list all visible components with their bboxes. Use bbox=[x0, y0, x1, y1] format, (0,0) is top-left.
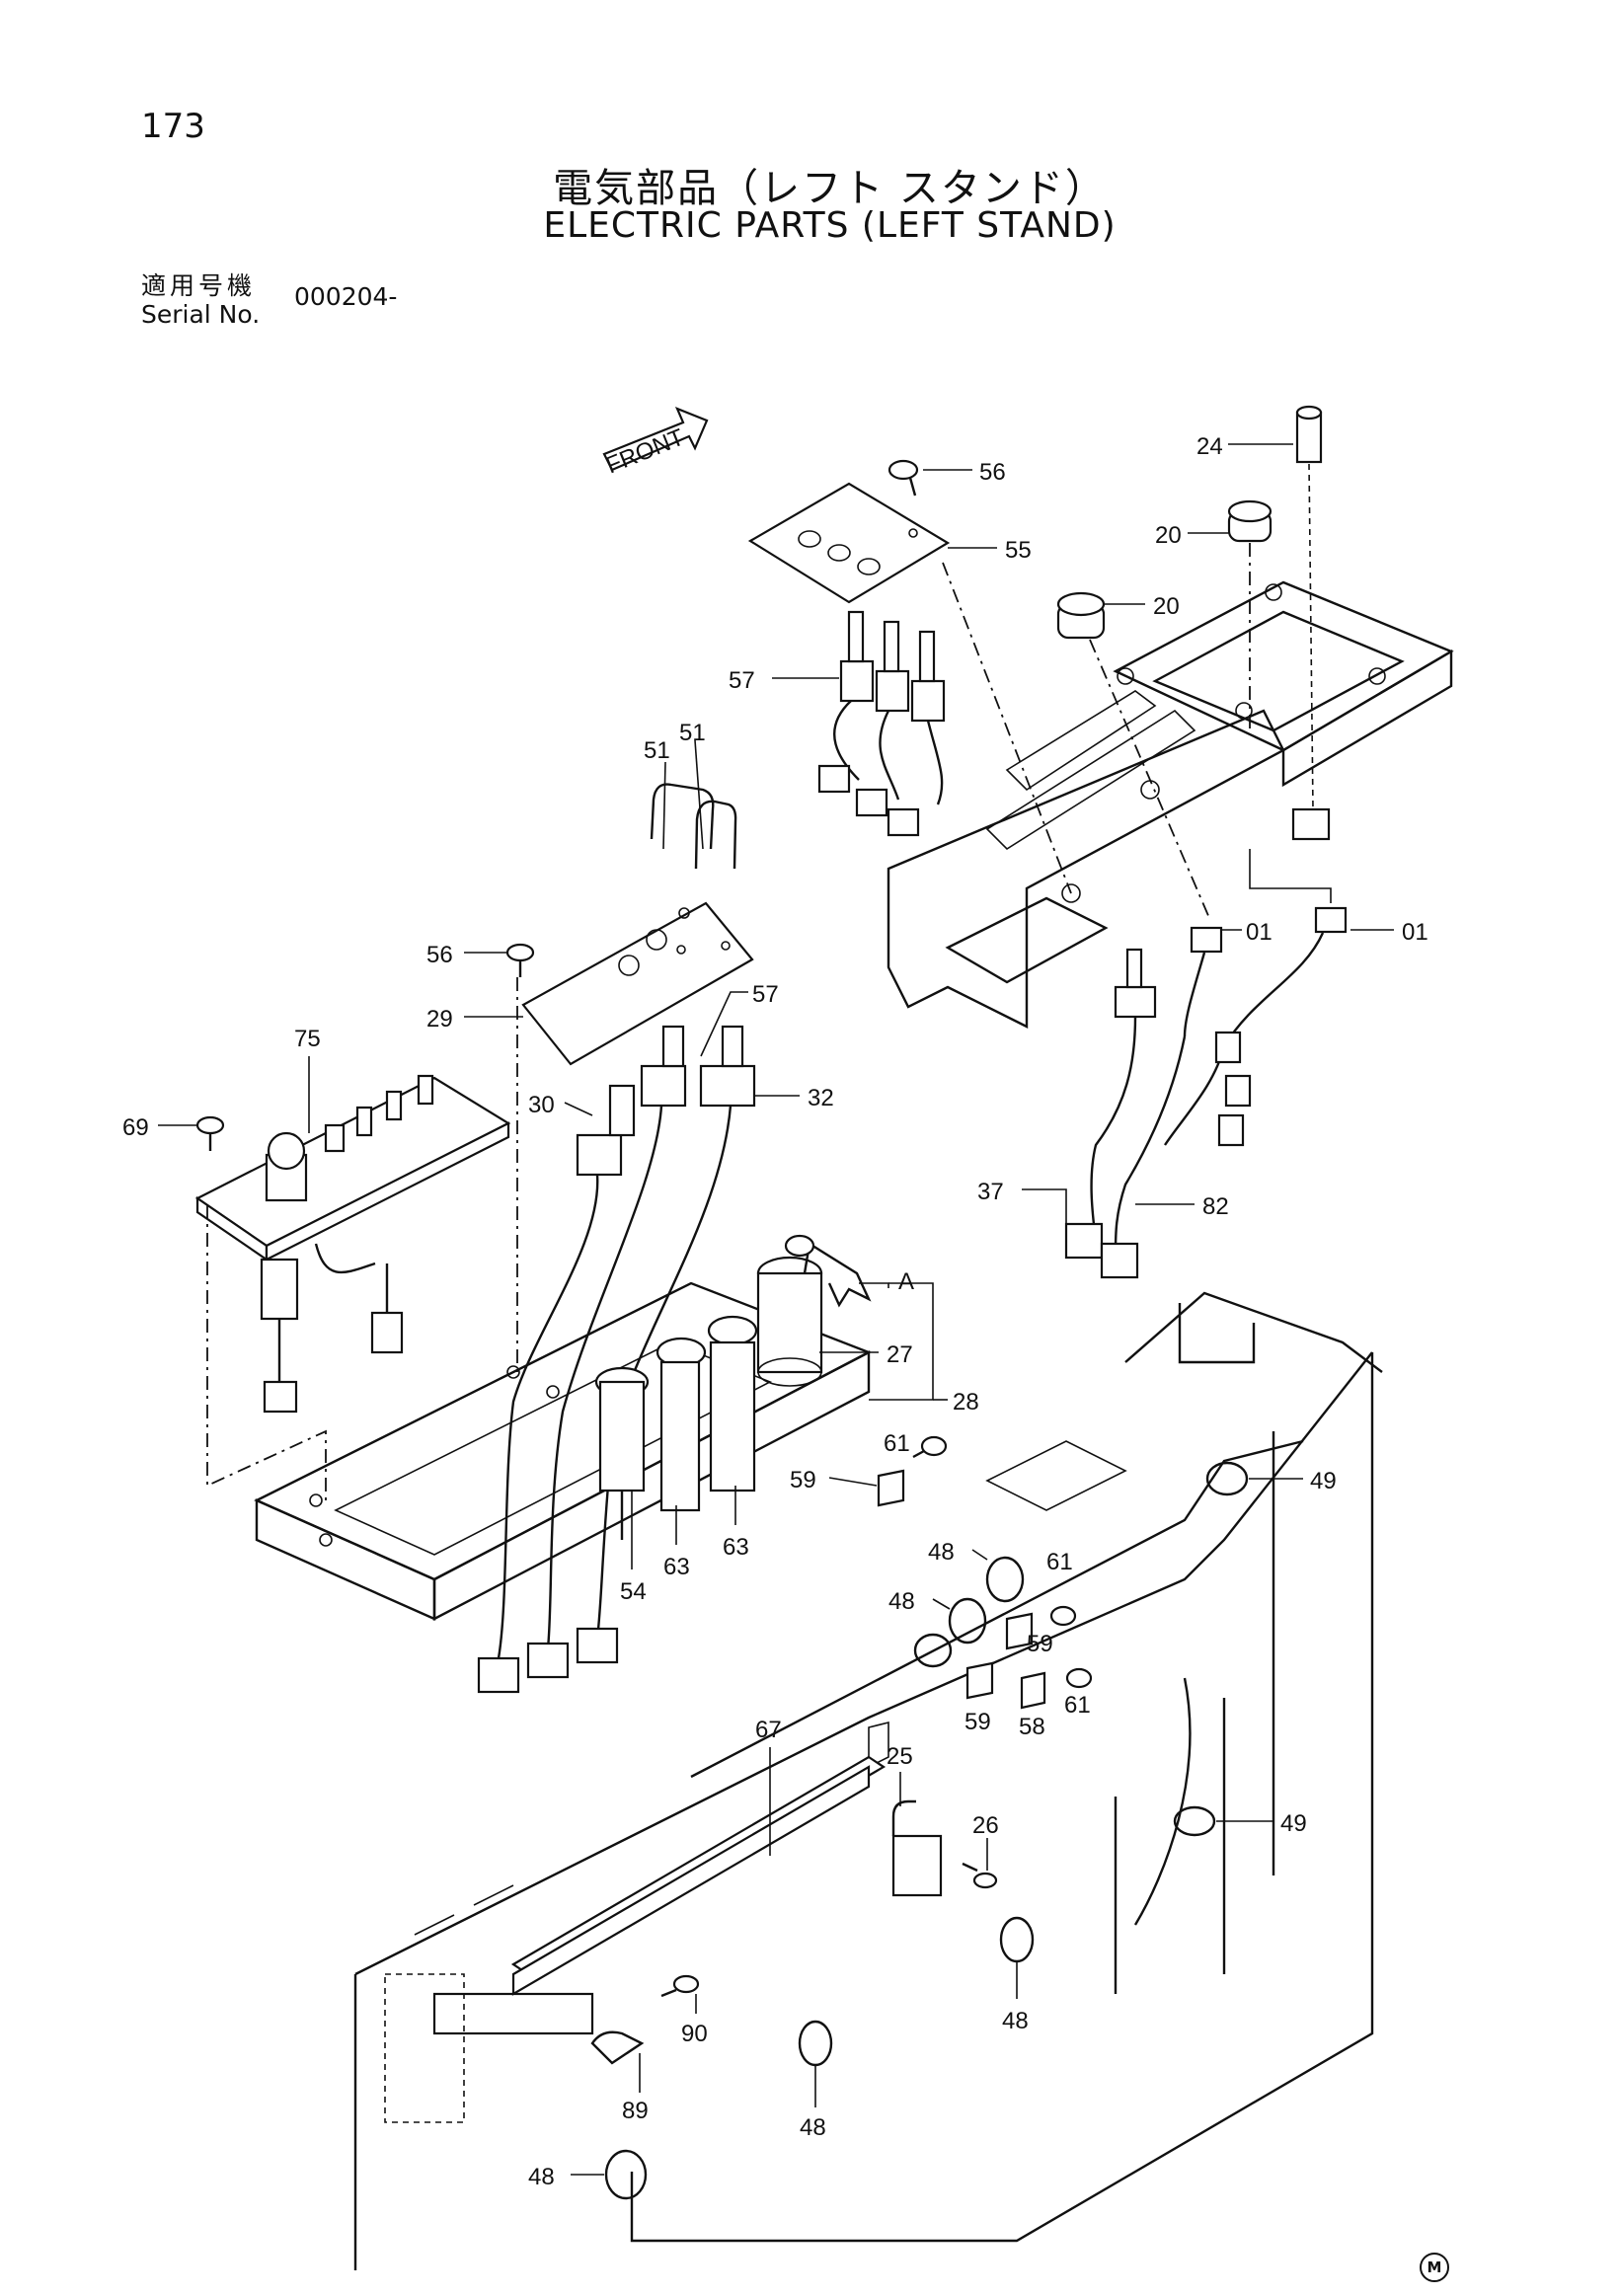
callout-61-mid: 61 bbox=[1046, 1549, 1073, 1575]
callout-49-top: 49 bbox=[1310, 1468, 1337, 1494]
callout-48-a: 48 bbox=[928, 1539, 955, 1566]
callout-67: 67 bbox=[755, 1717, 782, 1743]
plate-29 bbox=[521, 901, 754, 1066]
screw-69 bbox=[195, 1115, 225, 1151]
callout-54: 54 bbox=[620, 1578, 647, 1605]
title-english: ELECTRIC PARTS (LEFT STAND) bbox=[543, 205, 1117, 246]
callout-57-left: 57 bbox=[752, 981, 779, 1008]
callout-48-d: 48 bbox=[800, 2114, 826, 2141]
callout-59-low: 59 bbox=[964, 1709, 991, 1735]
callout-89: 89 bbox=[622, 2098, 649, 2124]
clamps-48 bbox=[604, 1556, 1035, 2200]
key-switch-assembly-27-28 bbox=[594, 1234, 872, 1540]
knob-20-a bbox=[1227, 499, 1273, 543]
relay-25-26 bbox=[891, 1799, 998, 1897]
callout-63-b: 63 bbox=[723, 1534, 749, 1561]
callout-59-mid: 59 bbox=[1027, 1631, 1053, 1657]
callout-26: 26 bbox=[972, 1812, 999, 1839]
knob-20-b bbox=[1056, 591, 1106, 640]
callout-a: A bbox=[898, 1268, 914, 1295]
callout-61-top: 61 bbox=[884, 1430, 910, 1457]
callout-75: 75 bbox=[294, 1026, 321, 1052]
screw-56-top bbox=[887, 459, 919, 497]
dashed-guides bbox=[942, 543, 1332, 919]
serial-label-japanese: 適用号機 bbox=[141, 271, 257, 300]
clamps-49 bbox=[1173, 1461, 1249, 1837]
callout-27: 27 bbox=[887, 1341, 913, 1368]
serial-label-english: Serial No. bbox=[141, 300, 261, 329]
callout-20-b: 20 bbox=[1153, 593, 1180, 620]
sender-24 bbox=[1291, 405, 1331, 841]
callout-48-b: 48 bbox=[888, 1588, 915, 1615]
callout-51-right: 51 bbox=[679, 720, 706, 746]
callout-48-c: 48 bbox=[1002, 2008, 1029, 2034]
callout-25: 25 bbox=[887, 1743, 913, 1770]
bracket-89-bolt-90 bbox=[590, 1974, 700, 2065]
title-japanese: 電気部品（レフト スタンド） bbox=[553, 166, 1107, 211]
manufacturer-mark: M bbox=[1420, 2253, 1449, 2282]
toggle-switches-57-top bbox=[817, 610, 946, 837]
callout-56-top: 56 bbox=[979, 459, 1006, 486]
callout-48-e: 48 bbox=[528, 2164, 555, 2190]
callout-90: 90 bbox=[681, 2021, 708, 2047]
upper-right-stand-assembly bbox=[887, 580, 1454, 1029]
rail-67 bbox=[510, 1755, 887, 1996]
callout-01-left: 01 bbox=[1246, 919, 1273, 946]
page-number: 173 bbox=[141, 107, 205, 146]
callout-55: 55 bbox=[1005, 537, 1032, 564]
control-panel-75 bbox=[194, 1074, 511, 1414]
main-lower-frame bbox=[353, 1291, 1383, 2270]
screw-56-left bbox=[505, 943, 535, 977]
callout-29: 29 bbox=[426, 1006, 453, 1033]
callout-20-a: 20 bbox=[1155, 522, 1182, 549]
serial-number-value: 000204- bbox=[294, 282, 398, 311]
callout-28: 28 bbox=[953, 1389, 979, 1416]
callout-59-left: 59 bbox=[790, 1467, 816, 1493]
callout-56-left: 56 bbox=[426, 942, 453, 968]
callout-labels: 24 20 20 56 55 57 01 01 51 51 56 29 57 3… bbox=[122, 433, 1428, 2190]
callout-57-top: 57 bbox=[729, 667, 755, 694]
front-arrow-text: FRONT bbox=[602, 423, 688, 479]
callout-69: 69 bbox=[122, 1114, 149, 1141]
u-brackets-51 bbox=[650, 783, 737, 870]
callout-82: 82 bbox=[1202, 1193, 1229, 1220]
callout-51-left: 51 bbox=[644, 737, 670, 764]
harness-01-37-82 bbox=[1064, 906, 1348, 1279]
front-direction-arrow: FRONT bbox=[602, 406, 709, 480]
callout-61-low: 61 bbox=[1064, 1692, 1091, 1719]
callout-49-bottom: 49 bbox=[1280, 1810, 1307, 1837]
callout-37: 37 bbox=[977, 1179, 1004, 1205]
callout-58: 58 bbox=[1019, 1714, 1045, 1740]
callout-01-right: 01 bbox=[1402, 919, 1428, 946]
callout-24: 24 bbox=[1196, 433, 1223, 460]
callout-30: 30 bbox=[528, 1092, 555, 1118]
cover-plate-55 bbox=[747, 482, 951, 604]
callout-63-a: 63 bbox=[663, 1554, 690, 1580]
brackets-58-59-bolts-61 bbox=[877, 1435, 1093, 1710]
callout-32: 32 bbox=[808, 1085, 834, 1111]
